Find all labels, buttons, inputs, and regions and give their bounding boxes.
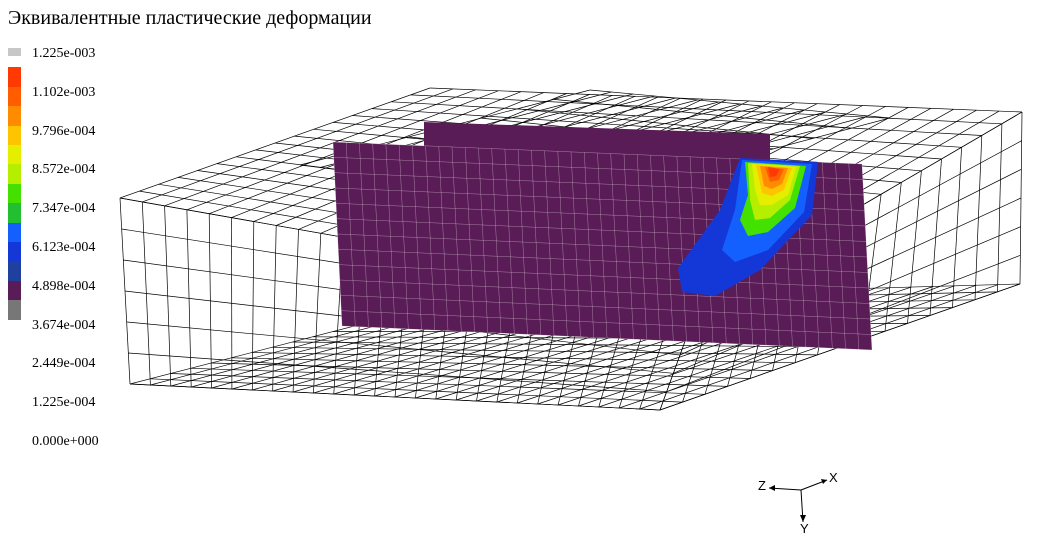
legend-swatch xyxy=(8,145,21,165)
section-grid-line xyxy=(338,264,869,289)
section-grid-line xyxy=(835,162,846,349)
legend-label: 3.674e-004 xyxy=(32,317,96,333)
mesh-bottom-face xyxy=(129,383,661,411)
section-grid-line xyxy=(478,148,489,333)
legend-swatch xyxy=(8,280,21,301)
section-grid-line xyxy=(339,279,870,304)
legend-swatch xyxy=(8,125,21,146)
axis-triad: X Z Y xyxy=(758,470,838,534)
section-grid-line xyxy=(340,295,871,320)
axis-x-label: X xyxy=(829,470,838,485)
strain-band-9 xyxy=(768,167,780,177)
section-grid-line xyxy=(623,154,634,340)
section-grid-line xyxy=(332,141,343,327)
legend-swatch xyxy=(8,242,21,262)
section-grid-line xyxy=(610,153,621,339)
section-grid-line xyxy=(465,147,475,333)
plastic-strain-section xyxy=(332,122,873,351)
mesh-top-face xyxy=(391,101,982,136)
mesh-bottom-face xyxy=(292,341,841,348)
section-grid-line xyxy=(425,145,436,331)
legend-swatch xyxy=(8,106,21,127)
section-grid-line xyxy=(676,156,687,342)
mesh-bottom-face xyxy=(251,352,796,364)
legend-swatch xyxy=(8,48,21,56)
section-grid-line xyxy=(341,310,872,335)
legend-swatch xyxy=(8,203,21,224)
legend-label: 7.347e-004 xyxy=(32,201,96,217)
mesh-top-face xyxy=(410,94,1002,125)
legend-swatch xyxy=(8,300,21,321)
section-grid-line xyxy=(438,146,449,331)
color-legend: 1.225e-003 1.102e-003 9.796e-004 8.572e-004… xyxy=(0,0,140,534)
mesh-front-face xyxy=(126,321,674,374)
section-grid-line xyxy=(504,149,515,334)
section-grid-line xyxy=(663,155,674,342)
legend-label: 1.225e-004 xyxy=(32,395,96,411)
legend-label: 2.449e-004 xyxy=(32,356,96,372)
legend-swatch xyxy=(8,164,21,185)
legend-label: 0.000e+000 xyxy=(32,434,99,449)
legend-label: 6.123e-004 xyxy=(32,240,96,255)
section-grid-line xyxy=(385,144,396,329)
section-grid-line xyxy=(398,144,409,330)
section-grid-line xyxy=(337,233,868,258)
mesh-bottom-face xyxy=(231,357,773,371)
legend-swatch xyxy=(8,222,21,243)
section-grid-line xyxy=(584,152,595,338)
section-grid-line xyxy=(338,249,868,273)
mesh-bottom-face xyxy=(170,373,706,395)
section-grid-line xyxy=(557,151,568,337)
mesh-bottom-face xyxy=(272,346,818,356)
legend-label: 1.102e-003 xyxy=(32,84,96,100)
section-grid-line xyxy=(822,162,833,349)
legend-swatch xyxy=(8,183,21,204)
section-grid-line xyxy=(491,148,502,334)
legend-swatch xyxy=(8,67,21,88)
section-grid-line xyxy=(636,154,648,340)
section-grid-line xyxy=(517,149,528,335)
section-grid-line xyxy=(861,163,873,351)
section-grid-line xyxy=(544,150,555,336)
legend-label: 4.898e-004 xyxy=(32,278,96,294)
legend-swatch xyxy=(8,86,21,107)
legend-label: 8.572e-004 xyxy=(32,162,96,178)
mesh-raised-block xyxy=(517,108,813,139)
section-grid-line xyxy=(341,325,873,351)
section-grid-line xyxy=(451,146,462,332)
section-grid-line xyxy=(531,150,542,336)
plot-title: Эквивалентные пластические деформации xyxy=(8,7,372,29)
section-grid-line xyxy=(412,145,422,330)
legend-swatch xyxy=(8,261,21,282)
section-grid-line xyxy=(597,152,608,339)
mesh-front-face xyxy=(128,352,667,393)
mesh-bottom-face xyxy=(211,362,751,379)
section-grid-line xyxy=(848,163,860,350)
axis-y-label: Y xyxy=(800,521,809,534)
section-grid-line xyxy=(570,151,581,337)
section-grid-line xyxy=(650,155,661,341)
mesh-raised-block xyxy=(553,99,852,129)
mesh-bottom-face xyxy=(190,367,728,387)
section-grid-line xyxy=(345,142,356,327)
legend-label: 9.796e-004 xyxy=(32,123,96,139)
mesh-bottom-face xyxy=(150,378,683,403)
legend-label: 1.225e-003 xyxy=(32,46,96,61)
mesh-top-face xyxy=(429,87,1023,113)
mesh-top-face xyxy=(371,108,962,148)
mesh-raised-block xyxy=(589,89,891,119)
axis-z-label: Z xyxy=(758,478,766,493)
section-grid-line xyxy=(372,143,383,328)
section-plane-upper xyxy=(424,122,770,168)
section-grid-line xyxy=(359,143,369,328)
